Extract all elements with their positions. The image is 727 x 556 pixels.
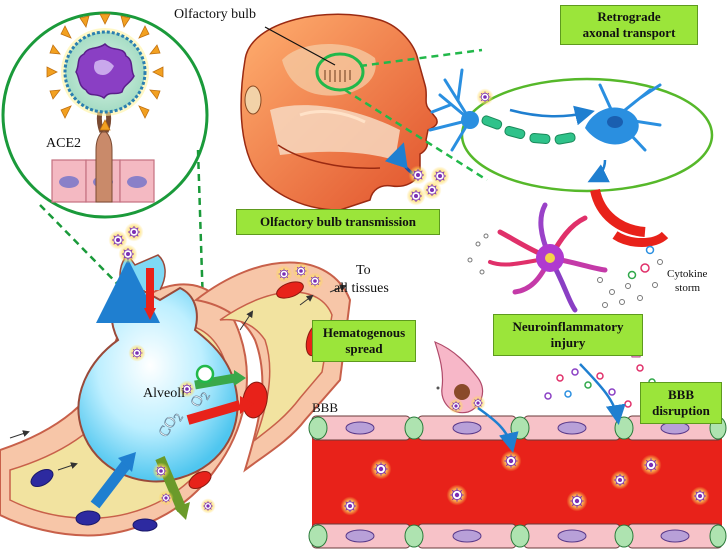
hematogenous-spread-box: Hematogenous spread [312, 320, 416, 362]
hematogenous-box-line2: spread [345, 341, 383, 356]
head-cross-section [240, 13, 488, 211]
retrograde-box-line1: Retrograde [597, 9, 661, 25]
olfactory-transmission-box-text: Olfactory bulb transmission [259, 214, 416, 230]
neuron-callout [428, 68, 714, 193]
bbb-disruption-box: BBB disruption [640, 382, 722, 424]
bbb-vessel [308, 415, 727, 549]
hematogenous-box-line1: Hematogenous [322, 325, 406, 341]
bbb-disruption-box-line2: disruption [652, 403, 710, 418]
microglia-cell [467, 188, 669, 313]
retrograde-axonal-transport-box: Retrograde axonal transport [560, 5, 698, 45]
coronavirus-icon [46, 13, 164, 131]
alveolus [0, 253, 352, 537]
neuroinflammatory-injury-box: Neuroinflammatory injury [493, 314, 643, 356]
bbb-disruption-box-line1: BBB [667, 387, 694, 403]
ace2-label: ACE2 [46, 136, 81, 151]
bbb-label: BBB [312, 400, 339, 415]
cytokine-storm-label-line2: storm [675, 282, 701, 294]
to-all-tissues-label-line2: all tissues [334, 281, 389, 296]
to-all-tissues-label-line1: To [356, 263, 371, 278]
olfactory-bulb-transmission-box: Olfactory bulb transmission [236, 209, 440, 235]
olfactory-bulb-label: Olfactory bulb [174, 7, 257, 22]
cytokine-storm-label-line1: Cytokine [667, 268, 708, 280]
retrograde-box-line2: axonal transport [582, 25, 676, 40]
neuroinflammatory-box-line2: injury [550, 335, 586, 350]
infected-monocyte [434, 340, 519, 453]
neuroinflammatory-box-line1: Neuroinflammatory [512, 319, 624, 335]
virus-zoom-callout [1, 11, 209, 369]
alveoli-label: Alveoli [143, 386, 185, 401]
